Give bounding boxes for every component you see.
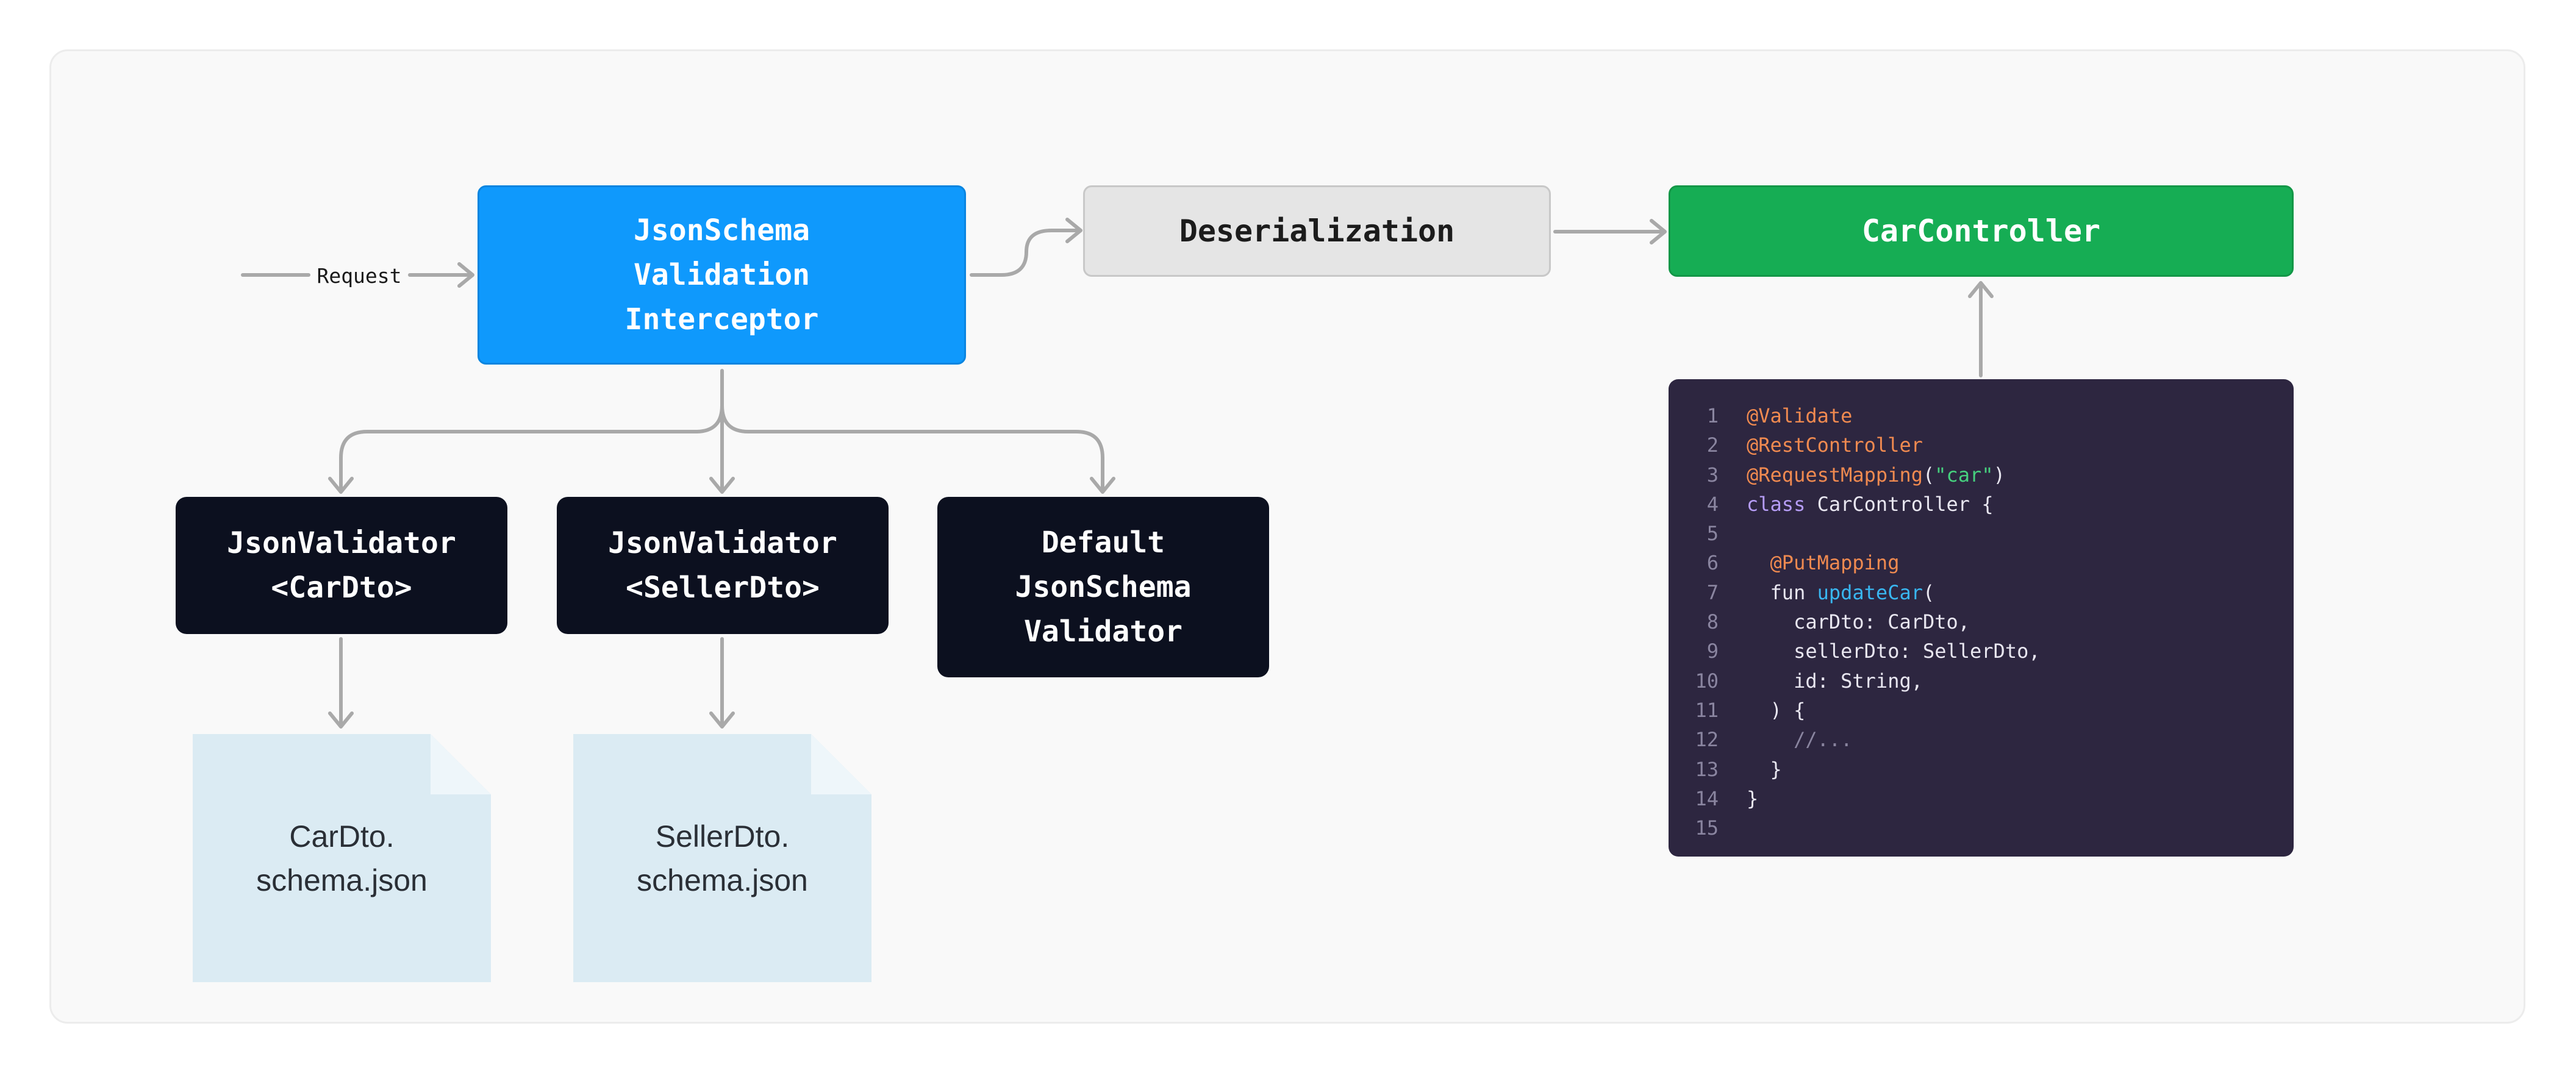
line-text: @Validate xyxy=(1747,401,1852,430)
line-text: @PutMapping xyxy=(1747,548,1900,577)
interceptor-to-default-validator-arrow xyxy=(720,404,1104,491)
code-line: 1 @Validate xyxy=(1669,401,2294,430)
deserialization-to-controller-arrowhead xyxy=(1650,219,1667,244)
line-text: sellerDto: SellerDto, xyxy=(1747,636,2041,666)
line-number: 3 xyxy=(1706,463,1719,487)
line-text: } xyxy=(1747,755,1782,784)
car-schema-label: CarDto. schema.json xyxy=(256,819,428,897)
request-label: Request xyxy=(317,263,402,288)
page-fold-icon xyxy=(431,734,491,794)
line-text: @RequestMapping("car") xyxy=(1747,460,2005,490)
code-line: 8 carDto: CarDto, xyxy=(1669,607,2294,636)
car-schema-file: CarDto. schema.json xyxy=(193,734,491,982)
code-line: 6 @PutMapping xyxy=(1669,548,2294,577)
seller-file-arrowhead xyxy=(709,711,735,729)
code-token: @PutMapping xyxy=(1770,551,1900,575)
line-text: //... xyxy=(1747,725,1852,754)
code-token: id: String, xyxy=(1747,669,1923,693)
code-to-controller-arrowhead xyxy=(1968,281,1994,298)
line-number: 10 xyxy=(1695,669,1719,693)
line-number: 15 xyxy=(1695,816,1719,840)
validator-car-node: JsonValidator <CarDto> xyxy=(176,497,507,634)
code-token: updateCar xyxy=(1817,580,1923,604)
code-line: 12 //... xyxy=(1669,725,2294,754)
line-number: 13 xyxy=(1695,757,1719,781)
car-file-arrowhead xyxy=(328,711,354,729)
page-fold-icon xyxy=(811,734,871,794)
interceptor-to-deserialization-arrowhead xyxy=(1065,218,1082,243)
line-number: 6 xyxy=(1706,551,1719,575)
line-number: 8 xyxy=(1706,610,1719,634)
code-token: } xyxy=(1747,786,1759,810)
code-line: 4 class CarController { xyxy=(1669,490,2294,519)
car-controller-label: CarController xyxy=(1861,213,2101,249)
line-number: 11 xyxy=(1695,698,1719,722)
deserialization-label: Deserialization xyxy=(1179,213,1455,249)
line-number: 7 xyxy=(1706,580,1719,604)
code-token: } xyxy=(1747,757,1782,781)
seller-schema-file: SellerDto. schema.json xyxy=(573,734,871,982)
interceptor-to-validator-car-arrow xyxy=(339,369,724,491)
default-validator-arrowhead xyxy=(1090,477,1115,494)
validator-car-arrowhead xyxy=(328,477,354,494)
code-token: fun xyxy=(1747,580,1817,604)
interceptor-node: JsonSchema Validation Interceptor xyxy=(478,185,966,365)
interceptor-to-deserialization-arrow xyxy=(970,229,1080,277)
line-number: 9 xyxy=(1706,640,1719,663)
code-token: ( xyxy=(1922,580,1935,604)
code-token: class xyxy=(1747,492,1806,516)
line-text: id: String, xyxy=(1747,666,1923,696)
line-number: 4 xyxy=(1706,492,1719,516)
code-token: //... xyxy=(1794,728,1853,752)
code-line: 3 @RequestMapping("car") xyxy=(1669,460,2294,490)
code-line: 9 sellerDto: SellerDto, xyxy=(1669,636,2294,666)
validator-seller-arrowhead xyxy=(709,477,735,494)
line-text: @RestController xyxy=(1747,430,1923,460)
line-number: 12 xyxy=(1695,728,1719,752)
default-validator-label: Default JsonSchema Validator xyxy=(1015,525,1192,649)
code-token: carDto: CarDto, xyxy=(1747,610,1970,634)
car-controller-node: CarController xyxy=(1669,185,2294,277)
validator-seller-label: JsonValidator <SellerDto> xyxy=(608,526,837,605)
code-token: ( xyxy=(1922,463,1935,487)
line-number: 5 xyxy=(1706,522,1719,546)
default-validator-node: Default JsonSchema Validator xyxy=(937,497,1269,677)
code-line: 14} xyxy=(1669,784,2294,813)
code-line: 13 } xyxy=(1669,755,2294,784)
code-line: 2 @RestController xyxy=(1669,430,2294,460)
code-token xyxy=(1747,728,1794,751)
seller-schema-label: SellerDto. schema.json xyxy=(637,819,808,897)
code-snippet: 1 @Validate 2 @RestController 3 @RequestMappi… xyxy=(1669,379,2294,857)
line-text: fun updateCar( xyxy=(1747,578,1935,607)
line-text: class CarController { xyxy=(1747,490,1994,519)
code-line: 11 ) { xyxy=(1669,696,2294,725)
code-line: 10 id: String, xyxy=(1669,666,2294,696)
line-text: ) { xyxy=(1747,696,1806,725)
code-token: sellerDto: SellerDto, xyxy=(1747,640,2041,663)
code-token: "car" xyxy=(1934,463,1994,487)
code-token: ) xyxy=(1993,463,2005,487)
code-token: ) { xyxy=(1747,698,1806,722)
line-text: } xyxy=(1747,784,1758,813)
code-token: @Validate xyxy=(1747,404,1853,427)
code-token: @RequestMapping xyxy=(1747,463,1923,487)
code-line: 5 xyxy=(1669,519,2294,548)
code-line: 15 xyxy=(1669,813,2294,843)
code-token xyxy=(1747,551,1770,574)
code-line: 7 fun updateCar( xyxy=(1669,578,2294,607)
code-token: CarController { xyxy=(1805,492,1994,516)
validator-seller-node: JsonValidator <SellerDto> xyxy=(557,497,889,634)
line-text: carDto: CarDto, xyxy=(1747,607,1970,636)
request-arrowhead xyxy=(457,262,474,288)
line-number: 2 xyxy=(1706,433,1719,457)
validator-car-label: JsonValidator <CarDto> xyxy=(227,526,456,605)
line-number: 1 xyxy=(1706,404,1719,427)
interceptor-label: JsonSchema Validation Interceptor xyxy=(624,213,819,337)
code-token: @RestController xyxy=(1747,433,1923,457)
deserialization-node: Deserialization xyxy=(1083,185,1551,277)
line-number: 14 xyxy=(1695,786,1719,810)
